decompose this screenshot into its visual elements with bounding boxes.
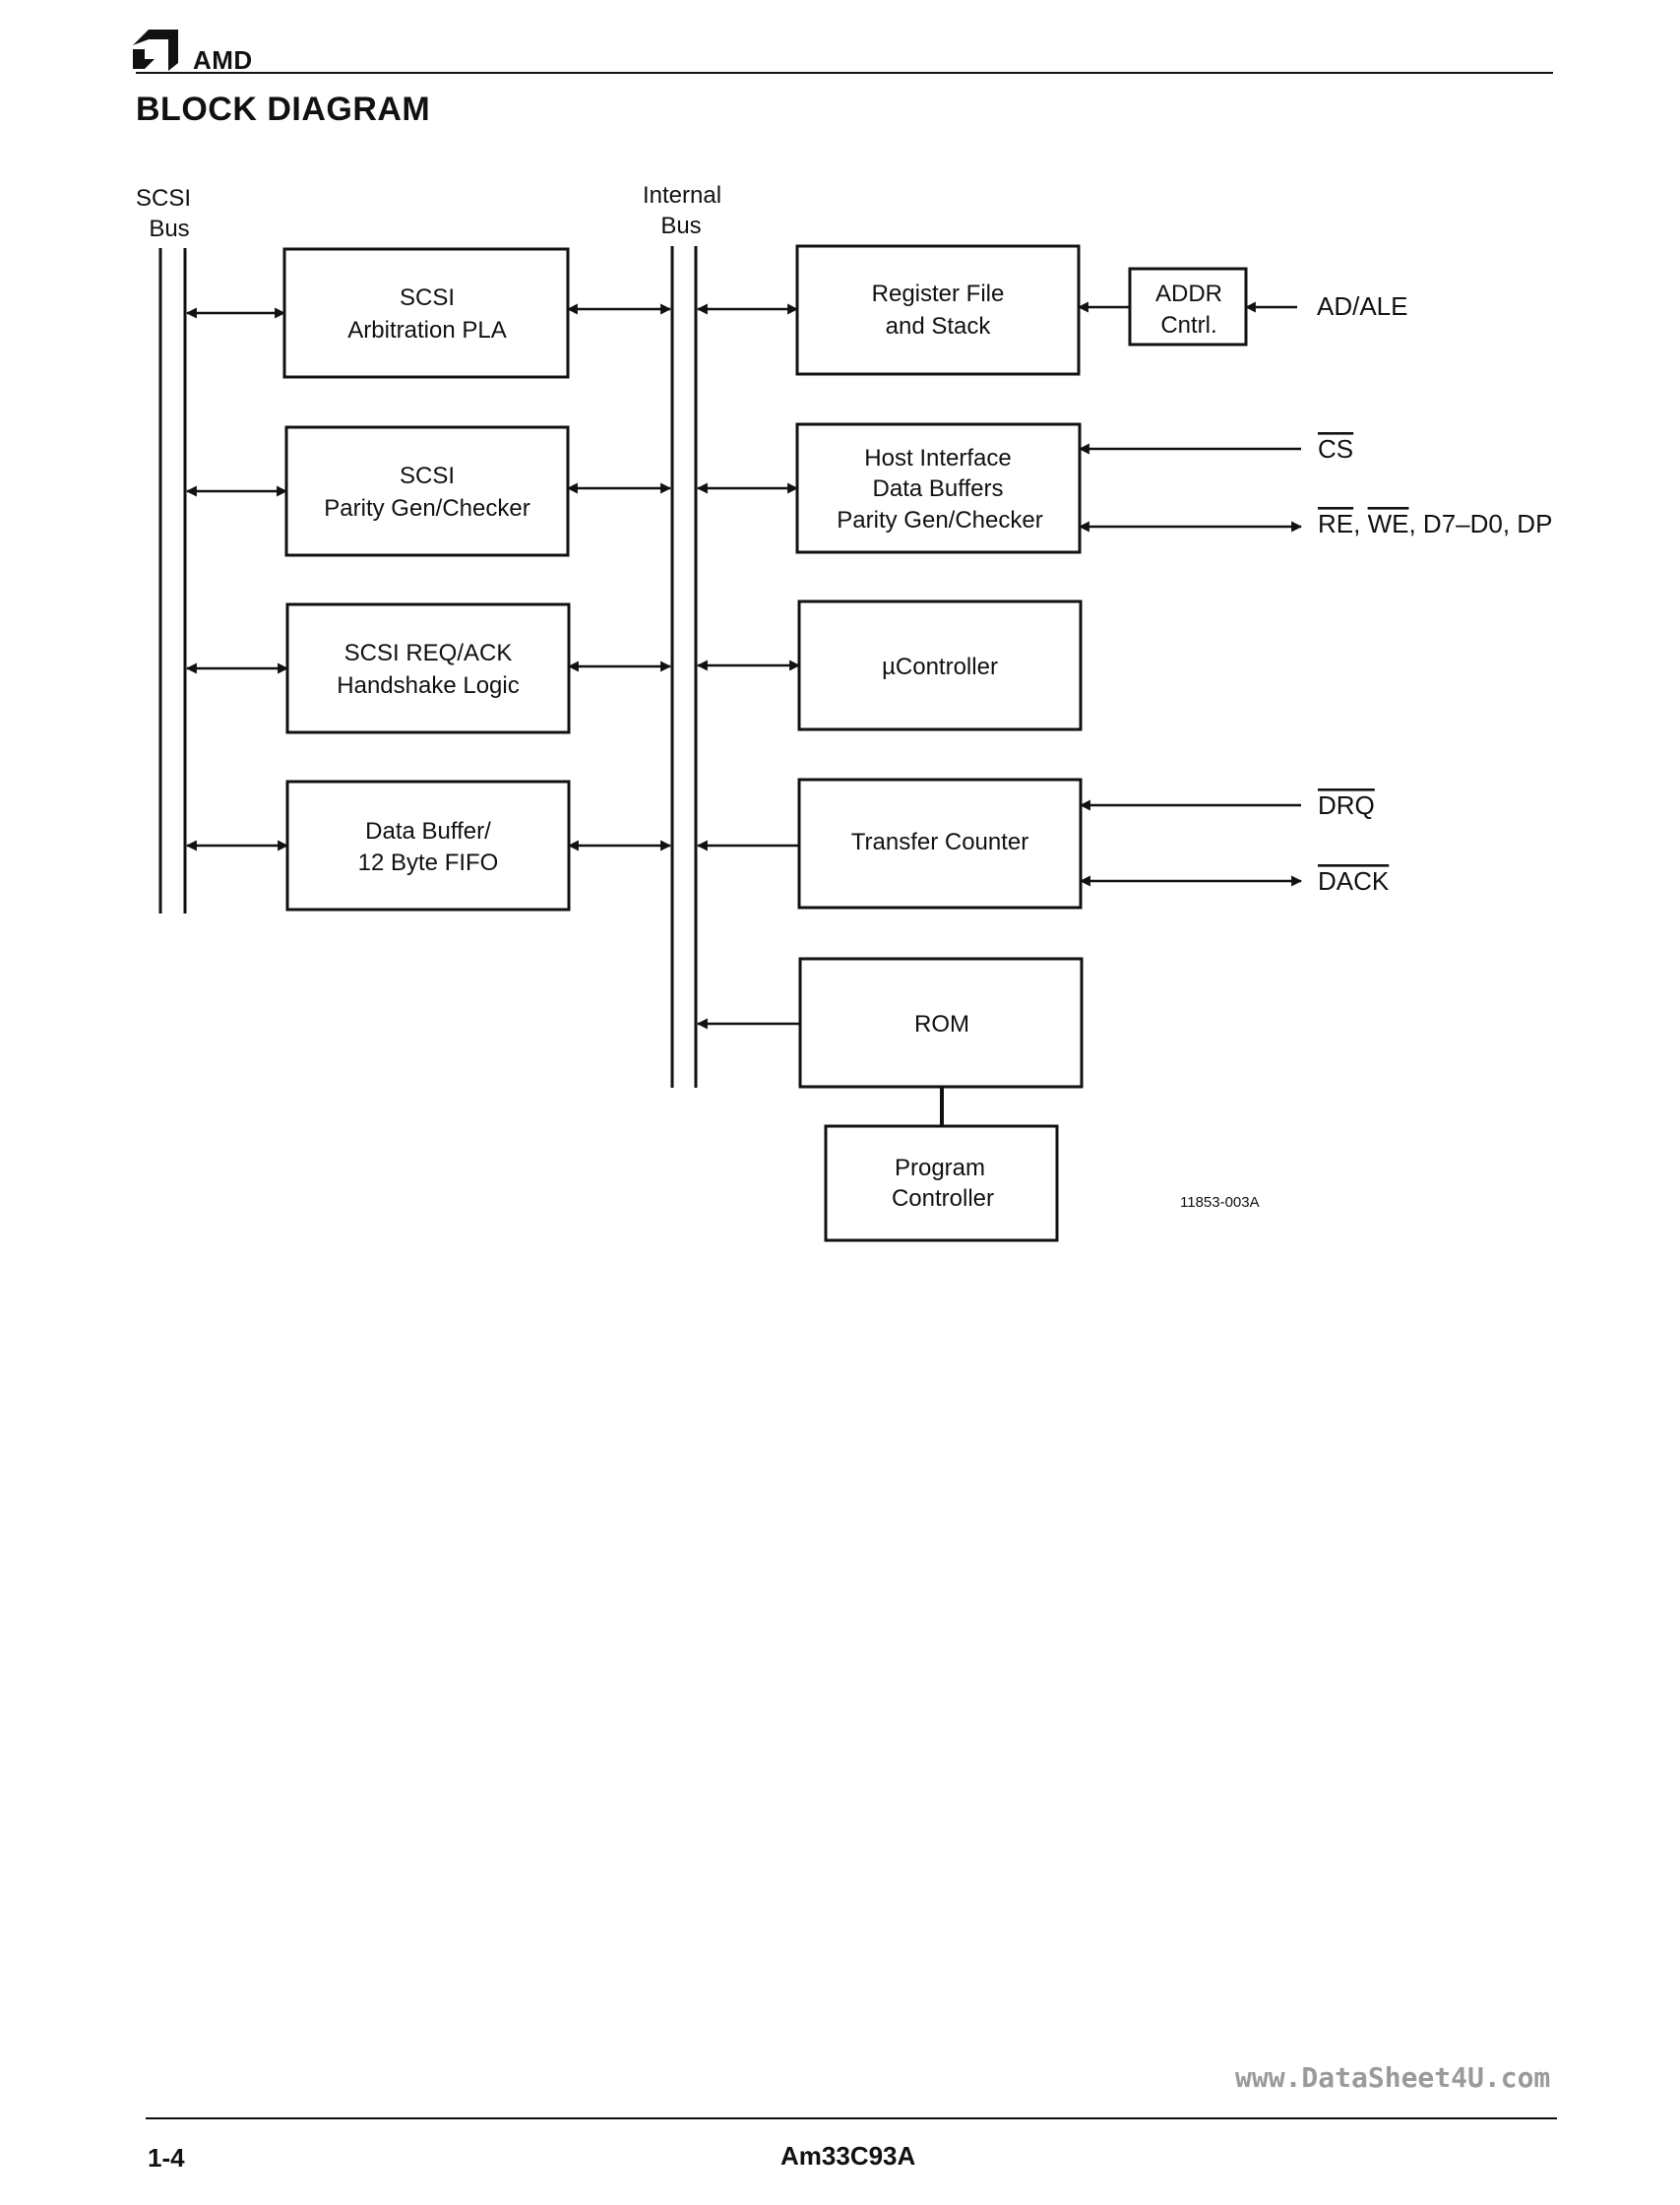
right-internal-bus-connectors: [696, 303, 801, 1030]
left-internal-bus-connectors: [566, 303, 672, 851]
signal-cs: CS: [1318, 434, 1353, 464]
footer-watermark: www.DataSheet4U.com: [1235, 2061, 1551, 2094]
figure-id: 11853-003A: [1180, 1194, 1260, 1211]
addr-cntrl-label-line1: ADDR: [1155, 281, 1222, 307]
ucontroller-label: µController: [882, 654, 998, 680]
program-controller-block: Program Controller: [824, 1124, 1059, 1242]
ucontroller-block: µController: [797, 599, 1083, 731]
scsi-bus-label-line1: SCSI: [136, 185, 191, 212]
program-controller-label-line2: Controller: [892, 1185, 994, 1212]
signal-separator: ,: [1353, 509, 1367, 538]
signal-data-bus: , D7–D0, DP: [1408, 509, 1552, 538]
amd-logo-icon: [133, 30, 178, 71]
signal-drq: DRQ: [1318, 790, 1375, 820]
register-file-label-line1: Register File: [872, 281, 1005, 307]
brand-name: AMD: [193, 45, 253, 75]
data-buffer-label-line2: 12 Byte FIFO: [358, 850, 499, 876]
signal-ad-ale: AD/ALE: [1317, 291, 1408, 321]
scsi-parity-label-line2: Parity Gen/Checker: [324, 495, 529, 522]
signal-dack: DACK: [1318, 866, 1390, 896]
register-file-block: Register File and Stack: [795, 244, 1081, 376]
page-title: BLOCK DIAGRAM: [136, 91, 431, 128]
scsi-handshake-label-line1: SCSI REQ/ACK: [344, 640, 513, 666]
signal-we: WE: [1368, 509, 1409, 538]
scsi-handshake-label-line2: Handshake Logic: [337, 672, 519, 699]
page-number: 1-4: [148, 2143, 185, 2173]
host-interface-label-line2: Data Buffers: [873, 475, 1004, 502]
addr-cntrl-block: ADDR Cntrl.: [1128, 267, 1248, 346]
footer-divider: [146, 2117, 1557, 2119]
program-controller-label-line1: Program: [895, 1155, 985, 1181]
scsi-arbitration-label-line1: SCSI: [400, 284, 455, 311]
header-divider: [136, 72, 1553, 74]
scsi-bus-label-line2: Bus: [149, 216, 189, 242]
internal-bus: [670, 246, 698, 1088]
signal-host-data-line: RE, WE, D7–D0, DP: [1318, 509, 1552, 538]
rom-label: ROM: [914, 1011, 969, 1038]
host-interface-label-line1: Host Interface: [864, 445, 1011, 472]
external-signal-connectors: [1077, 301, 1303, 887]
scsi-parity-block: SCSI Parity Gen/Checker: [284, 425, 570, 557]
data-buffer-label-line1: Data Buffer/: [365, 818, 491, 845]
scsi-bus-connectors: [185, 307, 289, 851]
scsi-arbitration-label-line2: Arbitration PLA: [347, 317, 506, 344]
host-interface-label-line3: Parity Gen/Checker: [837, 507, 1042, 534]
scsi-parity-label-line1: SCSI: [400, 463, 455, 489]
part-number: Am33C93A: [780, 2141, 916, 2171]
transfer-counter-label: Transfer Counter: [851, 829, 1029, 855]
scsi-bus: [158, 248, 187, 914]
host-interface-block: Host Interface Data Buffers Parity Gen/C…: [795, 422, 1082, 554]
addr-cntrl-label-line2: Cntrl.: [1160, 312, 1216, 339]
data-buffer-block: Data Buffer/ 12 Byte FIFO: [285, 780, 571, 912]
transfer-counter-block: Transfer Counter: [797, 778, 1083, 910]
internal-bus-label-line1: Internal: [643, 182, 721, 209]
scsi-handshake-block: SCSI REQ/ACK Handshake Logic: [285, 602, 571, 734]
rom-block: ROM: [798, 957, 1084, 1089]
signal-re: RE: [1318, 509, 1353, 538]
register-file-label-line2: and Stack: [886, 313, 992, 340]
internal-bus-label-line2: Bus: [660, 213, 701, 239]
scsi-arbitration-block: SCSI Arbitration PLA: [282, 247, 570, 379]
